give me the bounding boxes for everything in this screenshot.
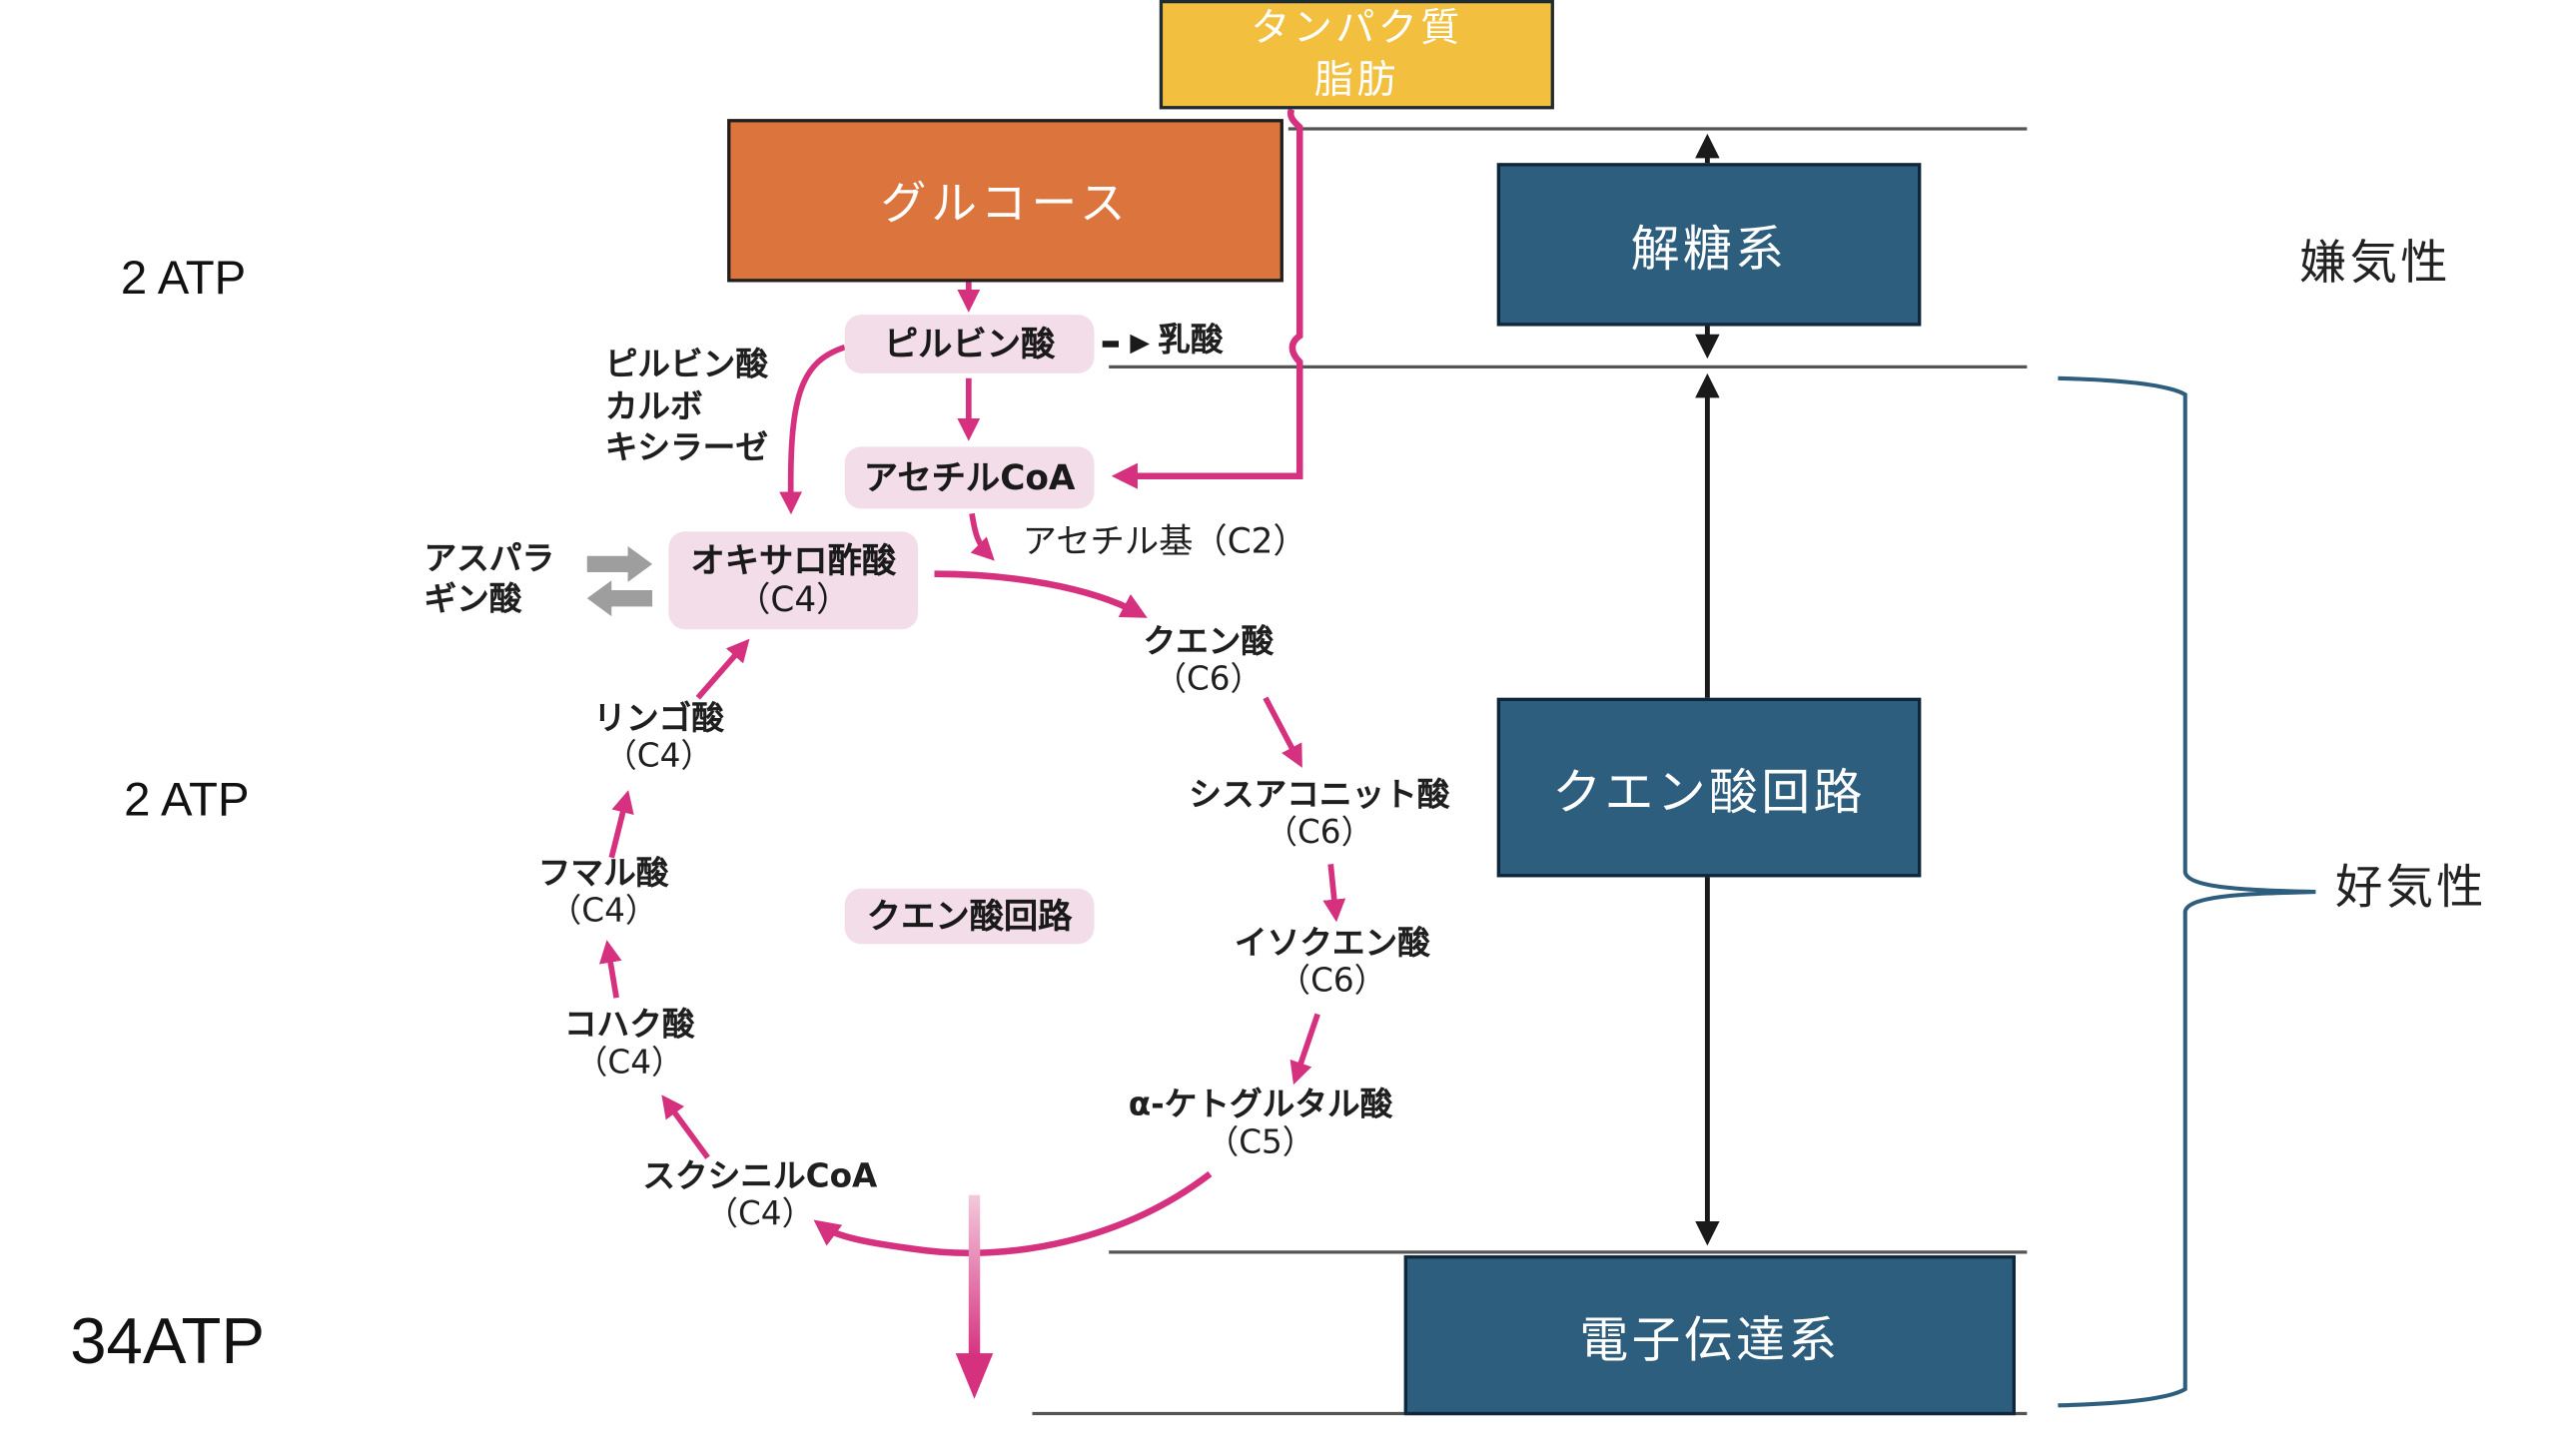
electron-transport-box: 電子伝達系 <box>1403 1255 2016 1416</box>
glycolysis-box: 解糖系 <box>1496 163 1922 327</box>
asparagine-to-oxaloacetate-arrow <box>586 545 653 582</box>
metabolite-carbon: （C6） <box>1154 658 1264 698</box>
arrow-to-electron-transport-shaft <box>968 1194 981 1358</box>
anaerobic-label: 嫌気性 <box>2299 235 2451 291</box>
pyruvate-label: ピルビン酸 <box>883 324 1056 364</box>
metabolite-name: シスアコニット酸 <box>1189 774 1450 814</box>
metabolite-carbon: （C4） <box>705 1193 815 1233</box>
glucose-box: グルコース <box>727 119 1283 283</box>
arrow-succinate-to-fumarate <box>598 940 622 999</box>
metabolite-carbon: （C4） <box>574 1042 684 1082</box>
metabolite-name: フマル酸 <box>537 852 669 893</box>
oxaloacetate-carbon: （C4） <box>736 580 851 620</box>
metabolite-name: イソクエン酸 <box>1234 923 1430 963</box>
glucose-label: グルコース <box>880 176 1131 231</box>
arrow-acetylcoa-to-cycle <box>969 512 995 561</box>
asparagine-line-1: アスパラ <box>424 537 555 577</box>
fat-label: 脂肪 <box>1313 56 1399 103</box>
metabolite-citrate: クエン酸 （C6） <box>1134 621 1283 698</box>
enzyme-label: ピルビン酸 カルボ キシラーゼ <box>605 344 768 468</box>
oxaloacetate-pill: オキサロ酢酸 （C4） <box>668 531 919 630</box>
arrow-protein-fat-to-acetylcoa <box>1111 108 1303 489</box>
metabolite-malate: リンゴ酸 （C4） <box>580 699 737 774</box>
arrow-to-electron-transport-head <box>955 1353 994 1399</box>
atp-electron-transport: 34ATP <box>70 1305 266 1378</box>
citric-acid-cycle-box: クエン酸回路 <box>1496 697 1922 878</box>
aerobic-brace <box>2058 375 2316 1408</box>
protein-label: タンパク質 <box>1251 5 1463 52</box>
cycle-center-label: クエン酸回路 <box>866 896 1073 937</box>
arrow-citrate-to-cisaconitate <box>1263 696 1302 768</box>
lactate-arrow-head <box>1130 334 1151 355</box>
aerobic-label: 好気性 <box>2334 859 2487 915</box>
arrow-malate-to-oxaloacetate <box>695 638 750 700</box>
metabolite-alpha-ketoglutarate: α-ケトグルタル酸 （C5） <box>1112 1086 1408 1160</box>
metabolite-carbon: （C4） <box>548 890 658 930</box>
metabolite-name: リンゴ酸 <box>593 697 724 737</box>
metabolite-carbon: （C6） <box>1265 812 1374 852</box>
oxaloacetate-label: オキサロ酢酸 <box>690 540 897 580</box>
pyruvate-pill: ピルビン酸 <box>844 315 1095 373</box>
enzyme-line-1: ピルビン酸 <box>604 344 768 383</box>
asparagine-label: アスパラ ギン酸 <box>424 538 554 620</box>
atp-citric-acid-cycle: 2 ATP <box>124 774 250 827</box>
citric-acid-cycle-label: クエン酸回路 <box>1552 764 1866 822</box>
acetyl-coa-pill: アセチルCoA <box>844 446 1095 509</box>
enzyme-line-3: キシラーゼ <box>604 427 768 467</box>
glycolysis-label: 解糖系 <box>1630 222 1788 280</box>
oxaloacetate-to-asparagine-arrow <box>586 580 653 617</box>
metabolite-carbon: （C5） <box>1206 1121 1315 1161</box>
metabolite-name: コハク酸 <box>563 1004 695 1044</box>
arrow-fumarate-to-malate <box>608 790 634 859</box>
acetyl-coa-label: アセチルCoA <box>863 457 1076 497</box>
lactate-label: 乳酸 <box>1158 319 1224 360</box>
cycle-center-pill: クエン酸回路 <box>844 888 1095 945</box>
metabolite-succinate: コハク酸 （C4） <box>551 1006 708 1081</box>
arrow-pyruvate-to-oxaloacetate <box>779 345 846 515</box>
electron-transport-label: 電子伝達系 <box>1579 1312 1841 1370</box>
enzyme-line-2: カルボ <box>604 385 703 425</box>
arrow-cisaconitate-to-isocitrate <box>1322 864 1346 923</box>
metabolite-cis-aconitate: シスアコニット酸 （C6） <box>1181 774 1458 852</box>
arrow-isocitrate-to-ketoglutarate <box>1289 1013 1320 1086</box>
protein-fat-box: タンパク質 脂肪 <box>1159 0 1554 110</box>
metabolite-name: α-ケトグルタル酸 <box>1128 1084 1393 1123</box>
acetyl-group-label: アセチル基（C2） <box>1022 521 1307 561</box>
metabolite-isocitrate: イソクエン酸 （C6） <box>1223 923 1441 1000</box>
asparagine-line-2: ギン酸 <box>424 578 522 618</box>
atp-glycolysis: 2 ATP <box>120 253 247 306</box>
metabolite-name: クエン酸 <box>1143 621 1275 661</box>
metabolite-succinyl-coa: スクシニルCoA （C4） <box>626 1155 894 1233</box>
arrow-ketoglutarate-to-succinylcoa <box>813 1170 1213 1256</box>
arrow-succinylcoa-to-succinate <box>661 1094 710 1159</box>
metabolite-name: スクシニルCoA <box>642 1155 878 1195</box>
metabolite-fumarate: フマル酸 （C4） <box>525 852 682 930</box>
metabolite-carbon: （C6） <box>1278 960 1387 1000</box>
arrow-oxaloacetate-to-citrate <box>934 570 1148 618</box>
metabolite-carbon: （C4） <box>604 735 714 775</box>
